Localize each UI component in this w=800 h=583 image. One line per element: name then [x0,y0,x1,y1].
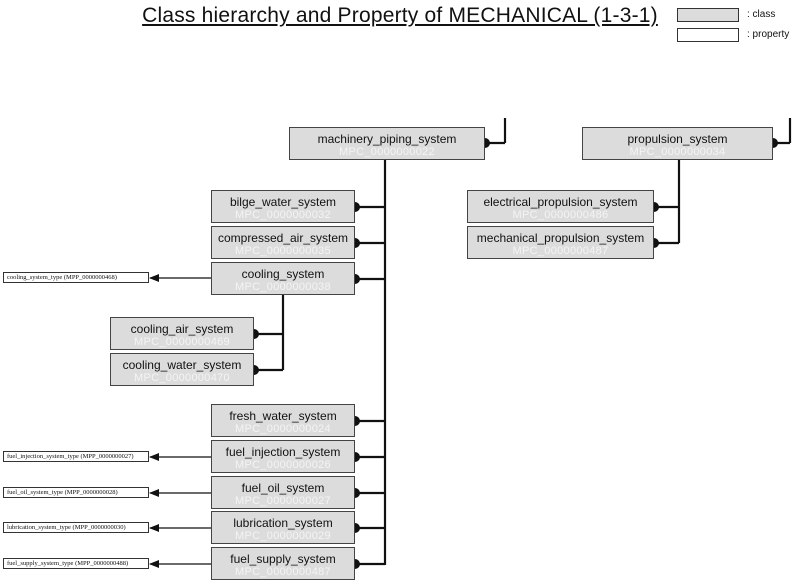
class-code: MPC_0000000026 [235,459,331,471]
class-code: MPC_0000000032 [235,209,331,221]
class-mechanical-propulsion-system[interactable]: mechanical_propulsion_system MPC_0000000… [467,226,654,259]
class-code: MPC_0000000487 [235,566,331,578]
class-name: fuel_injection_system [225,445,341,459]
class-code: MPC_0000000038 [235,281,331,293]
class-name: fuel_supply_system [230,552,336,566]
class-electrical-propulsion-system[interactable]: electrical_propulsion_system MPC_0000000… [467,190,654,223]
class-code: MPC_0000000487 [512,245,609,257]
class-code: MPC_0000000027 [235,495,331,507]
class-bilge-water-system[interactable]: bilge_water_system MPC_0000000032 [211,190,355,223]
class-code: MPC_0000000470 [134,372,230,384]
legend-class-swatch [677,8,739,22]
class-fuel-injection-system[interactable]: fuel_injection_system MPC_0000000026 [211,440,355,473]
class-name: compressed_air_system [217,231,349,245]
class-code: MPC_0000000024 [235,423,331,435]
class-fuel-supply-system[interactable]: fuel_supply_system MPC_0000000487 [211,547,355,580]
class-compressed-air-system[interactable]: compressed_air_system MPC_0000000035 [211,226,355,259]
class-name: lubrication_system [233,516,333,530]
class-code: MPC_0000000486 [512,209,609,221]
class-name: electrical_propulsion_system [483,195,638,209]
class-code: MPC_0000000029 [235,530,331,542]
class-name: fresh_water_system [229,409,337,423]
legend-property-swatch [677,28,739,42]
property-cooling-system-type[interactable]: cooling_system_type (MPP_0000000468) [3,272,149,283]
class-cooling-water-system[interactable]: cooling_water_system MPC_0000000470 [110,353,254,386]
class-code: MPC_0000000034 [629,146,726,158]
class-lubrication-system[interactable]: lubrication_system MPC_0000000029 [211,511,355,544]
class-code: MPC_0000000469 [134,336,230,348]
class-name: fuel_oil_system [241,481,325,495]
class-cooling-air-system[interactable]: cooling_air_system MPC_0000000469 [110,317,254,350]
legend-class-label: : class [747,9,776,20]
class-propulsion-system[interactable]: propulsion_system MPC_0000000034 [582,127,773,160]
class-fuel-oil-system[interactable]: fuel_oil_system MPC_0000000027 [211,476,355,509]
legend-property-label: : property [747,29,790,40]
class-machinery-piping-system[interactable]: machinery_piping_system MPC_0000000022 [289,127,485,160]
class-name: bilge_water_system [229,195,337,209]
property-fuel-injection-system-type[interactable]: fuel_injection_system_type (MPP_00000000… [3,451,149,462]
property-fuel-supply-system-type[interactable]: fuel_supply_system_type (MPP_0000000488) [3,558,149,569]
class-name: cooling_water_system [122,358,242,372]
diagram-title: Class hierarchy and Property of MECHANIC… [142,4,658,27]
class-name: mechanical_propulsion_system [476,231,645,245]
property-lubrication-system-type[interactable]: lubrication_system_type (MPP_0000000030) [3,522,149,533]
class-fresh-water-system[interactable]: fresh_water_system MPC_0000000024 [211,404,355,437]
class-code: MPC_0000000035 [235,245,331,257]
class-cooling-system[interactable]: cooling_system MPC_0000000038 [211,262,355,295]
class-name: cooling_air_system [130,322,234,336]
class-name: cooling_system [241,267,325,281]
class-name: propulsion_system [627,132,728,146]
class-code: MPC_0000000022 [339,146,435,158]
class-name: machinery_piping_system [317,132,457,146]
property-fuel-oil-system-type[interactable]: fuel_oil_system_type (MPP_0000000028) [3,487,149,498]
